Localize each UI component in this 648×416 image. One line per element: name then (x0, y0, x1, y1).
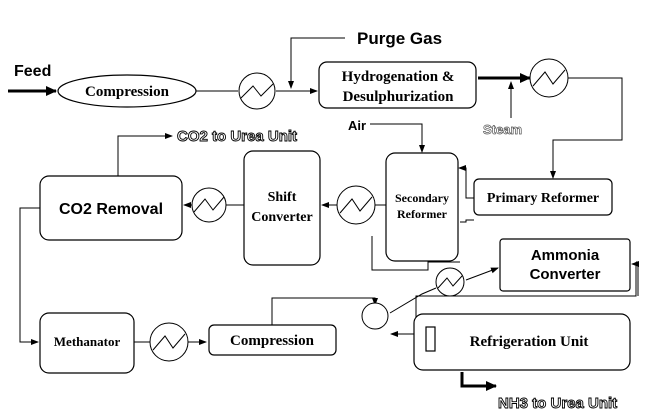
purge-gas-label: Purge Gas (357, 29, 442, 48)
heat-exchanger-4-icon (191, 187, 227, 223)
compression-to-mixer-line (271, 297, 378, 325)
primary-reformer-label: Primary Reformer (487, 191, 599, 206)
heat-exchanger-1-icon (238, 72, 276, 110)
heat-exchanger-5-icon (149, 322, 189, 362)
ammonia-converter-label-line2: Converter (530, 266, 601, 283)
compression-bottom-label: Compression (230, 333, 315, 349)
secondary-reformer-unit (385, 152, 459, 262)
converter-outlet-line (631, 261, 639, 296)
secondary-bottom-line (371, 236, 460, 271)
co2-to-urea-line (117, 133, 173, 176)
mixer-node (361, 302, 389, 330)
compression-bottom-unit (208, 324, 337, 356)
mixer-to-hx6-line (389, 287, 437, 314)
heat-exchanger-3-icon (336, 185, 376, 225)
refrigeration-unit (413, 313, 631, 371)
secondary-reformer-label-line1: Secondary (395, 191, 449, 205)
co2-removal-unit (39, 175, 183, 241)
hx2-to-primary-reformer-line (550, 77, 623, 179)
nh3-to-urea-arrow (460, 372, 497, 391)
steam-label: Steam (483, 122, 522, 137)
ammonia-converter-label-line1: Ammonia (531, 247, 600, 264)
compression-top-label: Compression (85, 84, 170, 100)
shift-converter-label-line2: Converter (251, 210, 312, 225)
primary-to-secondary-line-b (460, 219, 474, 223)
primary-reformer-unit (473, 178, 613, 216)
shift-converter-unit (243, 150, 321, 266)
ammonia-converter-unit (499, 238, 631, 292)
primary-to-secondary-line-a (458, 165, 474, 199)
methanator-label: Methanator (54, 334, 121, 349)
hydrogenation-desulphurization-unit (318, 61, 477, 109)
shift-converter-label-line1: Shift (268, 190, 297, 205)
co2-removal-label: CO2 Removal (59, 201, 163, 218)
nh3-to-urea-label: NH3 to Urea Unit (498, 395, 617, 412)
co2-removal-to-methanator-line (19, 207, 40, 345)
methanator-unit (39, 312, 135, 374)
hydrogenation-label-line1: Hydrogenation & (342, 69, 455, 85)
secondary-reformer-label-line2: Reformer (397, 207, 448, 221)
co2-to-urea-label: CO2 to Urea Unit (177, 128, 297, 145)
hx6-to-ammonia-arrow (465, 267, 499, 281)
compression-top-unit (57, 74, 197, 108)
feed-label: Feed (14, 63, 51, 80)
hydrogenation-label-line2: Desulphurization (343, 89, 455, 105)
heat-exchanger-6-icon (435, 267, 465, 297)
air-label: Air (348, 118, 366, 133)
refrigeration-inlet-port (425, 326, 436, 352)
air-line (370, 123, 425, 153)
ammonia-return-line (415, 262, 637, 325)
purge-gas-line (288, 37, 345, 89)
refrigeration-unit-label: Refrigeration Unit (470, 334, 589, 350)
heat-exchanger-2-icon (529, 58, 569, 98)
